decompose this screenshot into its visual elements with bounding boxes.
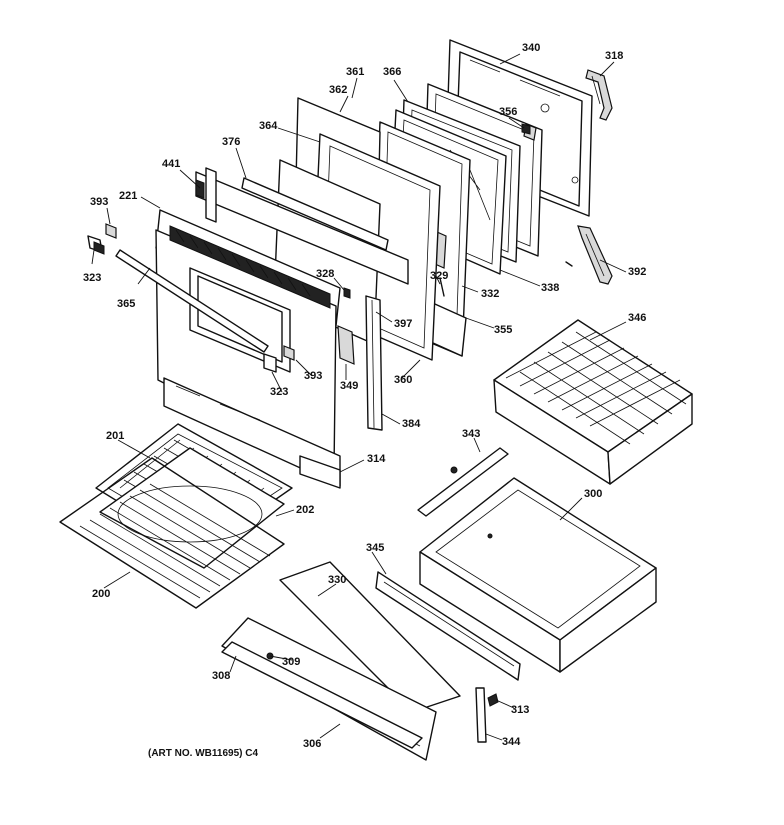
label-366: 366 — [383, 66, 402, 78]
label-376: 376 — [222, 136, 241, 148]
door-gasket-top — [585, 69, 613, 121]
label-200: 200 — [92, 588, 111, 600]
drawer-rail-upper — [417, 447, 509, 517]
door-gasket-bottom — [565, 225, 613, 285]
label-300: 300 — [584, 488, 603, 500]
label-338: 338 — [541, 282, 560, 294]
label-330: 330 — [328, 574, 347, 586]
label-355: 355 — [494, 324, 513, 336]
drawer-bracket — [475, 687, 499, 743]
label-397: 397 — [394, 318, 413, 330]
label-328: 328 — [316, 268, 335, 280]
door-bottom-trim — [299, 455, 341, 489]
oven-rack — [59, 457, 285, 609]
label-365: 365 — [117, 298, 136, 310]
broil-pan-bottom — [99, 447, 285, 569]
label-202: 202 — [296, 504, 315, 516]
label-349: 349 — [340, 380, 359, 392]
door-side-trim — [337, 325, 355, 365]
label-360: 360 — [394, 374, 413, 386]
label-344: 344 — [502, 736, 521, 748]
drawer-front — [221, 617, 437, 761]
label-361: 361 — [346, 66, 365, 78]
top-channel — [241, 177, 389, 251]
label-340: 340 — [522, 42, 541, 54]
label-345: 345 — [366, 542, 385, 554]
label-346: 346 — [628, 312, 647, 324]
label-318: 318 — [605, 50, 624, 62]
label-384: 384 — [402, 418, 421, 430]
lower-drawer — [419, 477, 657, 673]
label-343: 343 — [462, 428, 481, 440]
label-313: 313 — [511, 704, 530, 716]
door-hinge — [365, 295, 383, 431]
label-393-top: 393 — [90, 196, 109, 208]
label-332: 332 — [481, 288, 500, 300]
main-door — [155, 209, 341, 487]
label-306: 306 — [303, 738, 322, 750]
label-309: 309 — [282, 656, 301, 668]
leader-lines — [91, 53, 627, 741]
label-362: 362 — [329, 84, 348, 96]
label-323-top: 323 — [83, 272, 102, 284]
door-rod — [115, 249, 269, 353]
label-393-bottom: 393 — [304, 370, 323, 382]
label-441: 441 — [162, 158, 181, 170]
label-329: 329 — [430, 270, 449, 282]
label-323-bottom: 323 — [270, 386, 289, 398]
label-221: 221 — [119, 190, 138, 202]
drawer-side-rail — [375, 571, 521, 681]
upper-drawer — [493, 319, 693, 485]
label-201: 201 — [106, 430, 125, 442]
label-356: 356 — [499, 106, 518, 118]
knob-parts — [87, 223, 295, 373]
art-number: (ART NO. WB11695) C4 — [148, 748, 259, 759]
kick-panel — [279, 561, 461, 713]
vent-trim-panel — [195, 167, 409, 285]
label-314: 314 — [367, 453, 386, 465]
label-392: 392 — [628, 266, 647, 278]
glass-clip — [521, 123, 531, 135]
screw-328 — [343, 287, 351, 299]
label-364: 364 — [259, 120, 278, 132]
label-308: 308 — [212, 670, 231, 682]
